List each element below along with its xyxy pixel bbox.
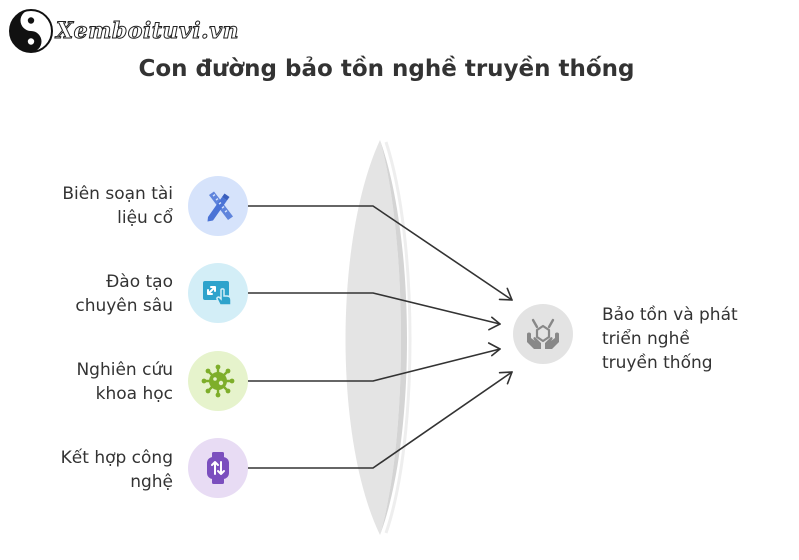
- yin-yang-icon: [9, 9, 53, 53]
- connector-arrow-4-head: [498, 371, 513, 385]
- output-label: Bảo tồn và phát triển nghề truyền thống: [602, 303, 738, 375]
- input-label-3-line1: Nghiên cứu: [76, 360, 173, 380]
- input-label-4: Kết hợp công nghệ: [61, 446, 173, 494]
- input-label-1-line2: liệu cổ: [117, 208, 173, 228]
- pen-ruler-icon: [207, 191, 233, 222]
- input-node-2: [188, 263, 248, 323]
- brand-logo-text: Xemboituvi.vn: [56, 18, 240, 45]
- output-label-line2: triển nghề: [602, 329, 690, 349]
- input-label-3-line2: khoa học: [95, 384, 173, 404]
- input-label-1: Biên soạn tài liệu cổ: [62, 182, 173, 230]
- brand-logo[interactable]: Xemboituvi.vn: [8, 8, 239, 54]
- input-label-2-line2: chuyên sâu: [75, 296, 173, 316]
- hands-holding-gem-icon: [527, 318, 559, 349]
- input-label-2-line1: Đào tạo: [106, 272, 173, 292]
- input-node-1: [188, 176, 248, 236]
- output-label-line3: truyền thống: [602, 353, 713, 373]
- input-label-2: Đào tạo chuyên sâu: [75, 270, 173, 318]
- lens-shape: [345, 140, 412, 535]
- connector-arrow-1: [247, 205, 513, 301]
- output-label-line1: Bảo tồn và phát: [602, 305, 738, 325]
- output-node: [513, 304, 573, 364]
- input-label-3: Nghiên cứu khoa học: [76, 358, 173, 406]
- connector-arrow-3: [247, 348, 501, 382]
- smartwatch-sync-icon: [207, 452, 229, 484]
- input-label-4-line2: nghệ: [130, 472, 173, 492]
- input-node-3: [188, 351, 248, 411]
- diagram-title: Con đường bảo tồn nghề truyền thống: [138, 56, 635, 82]
- touch-screen-icon: [203, 281, 232, 306]
- microbe-icon: [201, 364, 235, 398]
- connector-arrow-3-head: [487, 342, 501, 357]
- connector-arrow-2-head: [488, 316, 501, 331]
- input-label-4-line1: Kết hợp công: [60, 448, 173, 468]
- input-label-1-line1: Biên soạn tài: [62, 184, 173, 204]
- input-node-4: [188, 438, 248, 498]
- connector-arrow-1-head: [498, 287, 513, 301]
- connector-arrow-2: [247, 292, 501, 325]
- connector-arrow-4: [247, 371, 513, 469]
